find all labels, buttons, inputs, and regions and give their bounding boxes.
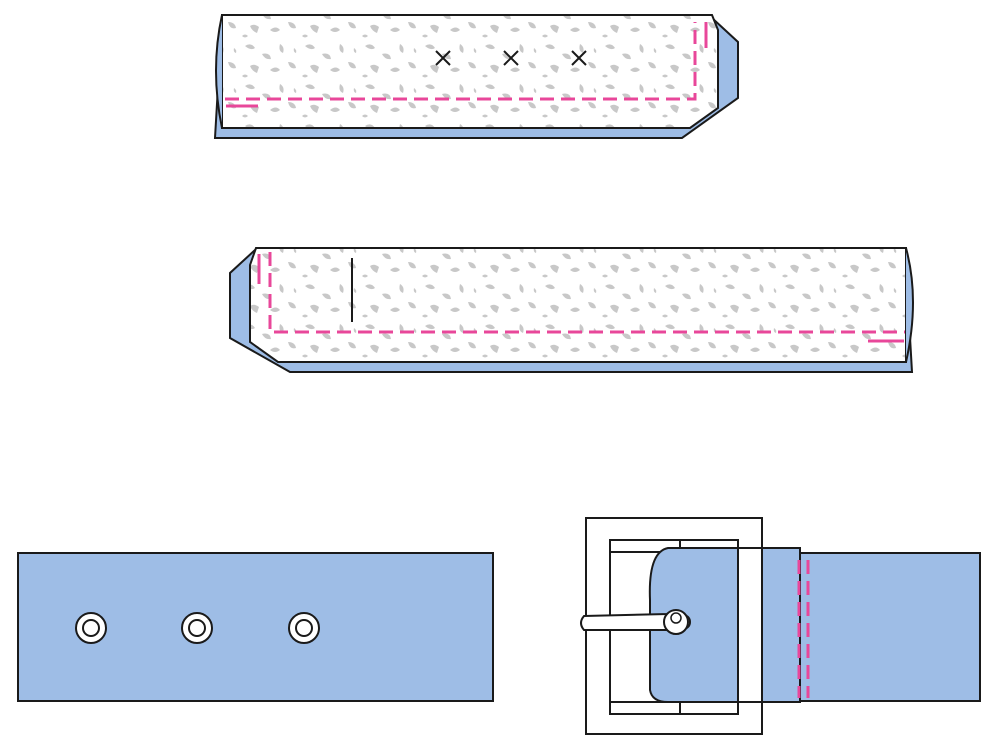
fabric-face-top	[221, 14, 719, 129]
rolled-edge-top	[215, 14, 223, 129]
belt-tip-strap	[17, 552, 494, 702]
belt-buckle-end	[580, 517, 981, 735]
x-mark-icon	[503, 50, 519, 66]
stitch-line-top	[225, 22, 697, 101]
eyelet-icon	[75, 612, 107, 644]
belt-piece-top	[213, 14, 739, 139]
eyelet-icon	[181, 612, 213, 644]
x-mark-icon	[571, 50, 587, 66]
belt-piece-middle	[229, 247, 914, 373]
x-mark-icon	[435, 50, 451, 66]
fabric-face-middle	[249, 247, 907, 363]
rolled-edge-middle	[905, 247, 914, 363]
eyelet-icon	[288, 612, 320, 644]
stitch-line-middle	[268, 252, 905, 334]
buckle-prong-icon	[580, 609, 692, 635]
